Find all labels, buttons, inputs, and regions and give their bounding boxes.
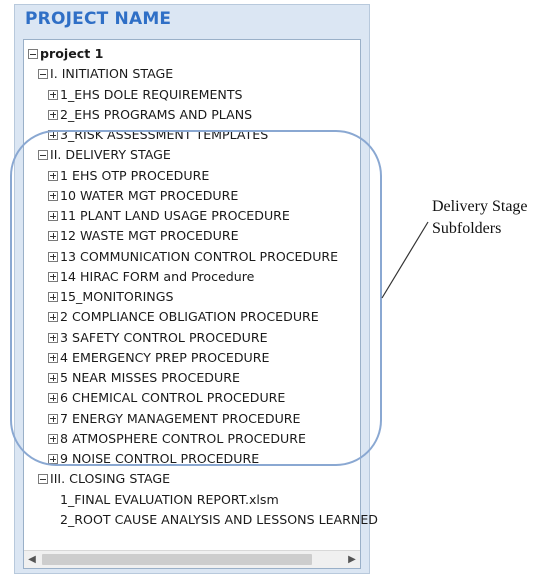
tree-item-label: 12 WASTE MGT PROCEDURE xyxy=(60,228,239,244)
tree-item[interactable]: 1 EHS OTP PROCEDURE xyxy=(48,166,209,186)
expand-plus-icon[interactable] xyxy=(48,231,58,242)
expand-plus-icon[interactable] xyxy=(48,251,58,262)
tree-item[interactable]: 2_ROOT CAUSE ANALYSIS AND LESSONS LEARNE… xyxy=(60,510,378,530)
tree-item-label: 1_EHS DOLE REQUIREMENTS xyxy=(60,86,243,102)
tree-item-label: project 1 xyxy=(40,46,104,61)
tree-item[interactable]: III. CLOSING STAGE xyxy=(38,469,170,489)
expand-plus-icon[interactable] xyxy=(48,190,58,201)
tree-item[interactable]: 15_MONITORINGS xyxy=(48,287,173,307)
tree-item-label: 1 EHS OTP PROCEDURE xyxy=(60,167,210,183)
tree-item-label: 7 ENERGY MANAGEMENT PROCEDURE xyxy=(60,410,301,426)
tree-item-label: 11 PLANT LAND USAGE PROCEDURE xyxy=(60,208,290,223)
tree-item-label: 5 NEAR MISSES PROCEDURE xyxy=(60,370,240,385)
tree-item-label: 2_EHS PROGRAMS AND PLANS xyxy=(60,106,253,122)
tree-item-label: 2 COMPLIANCE OBLIGATION PROCEDURE xyxy=(60,309,319,325)
tree-item-label: 15_MONITORINGS xyxy=(60,289,174,304)
tree-item-label: 4 EMERGENCY PREP PROCEDURE xyxy=(60,349,270,365)
scroll-thumb[interactable] xyxy=(42,554,312,565)
expand-plus-icon[interactable] xyxy=(48,373,58,383)
panel-title: PROJECT NAME xyxy=(25,9,172,29)
tree-item[interactable]: 3 SAFETY CONTROL PROCEDURE xyxy=(48,328,268,348)
expand-plus-icon[interactable] xyxy=(48,211,58,221)
tree-item-label: III. CLOSING STAGE xyxy=(50,471,171,487)
tree-item-label: 3 SAFETY CONTROL PROCEDURE xyxy=(60,329,268,345)
tree-item-label: I. INITIATION STAGE xyxy=(50,66,174,82)
tree-item[interactable]: 2 COMPLIANCE OBLIGATION PROCEDURE xyxy=(48,307,319,327)
tree-item[interactable]: 1_FINAL EVALUATION REPORT.xlsm xyxy=(60,490,279,510)
tree-item[interactable]: project 1 xyxy=(28,44,103,64)
tree-item-label: 2_ROOT CAUSE ANALYSIS AND LESSONS LEARNE… xyxy=(60,511,378,527)
tree-item[interactable]: 14 HIRAC FORM and Procedure xyxy=(48,267,254,287)
callout-label-line1: Delivery Stage xyxy=(432,198,528,215)
expand-plus-icon[interactable] xyxy=(48,130,58,140)
tree-item[interactable]: 10 WATER MGT PROCEDURE xyxy=(48,186,238,206)
tree-item[interactable]: 9 NOISE CONTROL PROCEDURE xyxy=(48,449,259,469)
tree-item[interactable]: 1_EHS DOLE REQUIREMENTS xyxy=(48,85,243,105)
tree-item-label: 8 ATMOSPHERE CONTROL PROCEDURE xyxy=(60,430,306,446)
expand-plus-icon[interactable] xyxy=(48,271,58,282)
expand-plus-icon[interactable] xyxy=(48,292,58,302)
collapse-minus-icon[interactable] xyxy=(38,150,48,161)
scroll-right-arrow-icon[interactable]: ▶ xyxy=(348,554,356,565)
expand-plus-icon[interactable] xyxy=(48,393,58,404)
expand-plus-icon[interactable] xyxy=(48,433,58,444)
collapse-minus-icon[interactable] xyxy=(38,69,48,80)
tree-item[interactable]: 13 COMMUNICATION CONTROL PROCEDURE xyxy=(48,247,338,267)
scroll-left-arrow-icon[interactable]: ◀ xyxy=(28,554,36,565)
tree-item[interactable]: 11 PLANT LAND USAGE PROCEDURE xyxy=(48,206,290,226)
tree-item-label: 10 WATER MGT PROCEDURE xyxy=(60,187,239,203)
collapse-minus-icon[interactable] xyxy=(38,474,48,485)
tree-item[interactable]: II. DELIVERY STAGE xyxy=(38,145,171,165)
tree-item-label: 3_RISK ASSESSMENT TEMPLATES xyxy=(60,127,269,142)
tree-item-label: 6 CHEMICAL CONTROL PROCEDURE xyxy=(60,390,286,406)
tree-item-label: 1_FINAL EVALUATION REPORT.xlsm xyxy=(60,491,279,507)
collapse-minus-icon[interactable] xyxy=(28,49,38,59)
expand-plus-icon[interactable] xyxy=(48,413,58,424)
tree-item[interactable]: 3_RISK ASSESSMENT TEMPLATES xyxy=(48,125,268,145)
expand-plus-icon[interactable] xyxy=(48,454,58,464)
expand-plus-icon[interactable] xyxy=(48,352,58,363)
expand-plus-icon[interactable] xyxy=(48,170,58,181)
folder-tree: project 1 I. INITIATION STAGE 1_EHS DOLE R… xyxy=(23,39,378,569)
expand-plus-icon[interactable] xyxy=(48,89,58,100)
expand-plus-icon[interactable] xyxy=(48,332,58,343)
callout-label: Delivery Stage Subfolders xyxy=(432,196,550,240)
expand-plus-icon[interactable] xyxy=(48,312,58,323)
tree-item[interactable]: I. INITIATION STAGE xyxy=(38,64,173,84)
expand-plus-icon[interactable] xyxy=(48,109,58,120)
tree-item[interactable]: 7 ENERGY MANAGEMENT PROCEDURE xyxy=(48,409,301,429)
tree-item[interactable]: 12 WASTE MGT PROCEDURE xyxy=(48,226,239,246)
callout-label-line2: Subfolders xyxy=(432,220,502,237)
project-explorer-panel: PROJECT NAME project 1 I. INITIATION STAG… xyxy=(14,4,378,574)
tree-item[interactable]: 6 CHEMICAL CONTROL PROCEDURE xyxy=(48,388,285,408)
tree-item[interactable]: 8 ATMOSPHERE CONTROL PROCEDURE xyxy=(48,429,306,449)
tree-item[interactable]: 5 NEAR MISSES PROCEDURE xyxy=(48,368,240,388)
tree-item[interactable]: 4 EMERGENCY PREP PROCEDURE xyxy=(48,348,269,368)
tree-item-label: 13 COMMUNICATION CONTROL PROCEDURE xyxy=(60,248,339,264)
horizontal-scrollbar[interactable]: ◀ ▶ xyxy=(24,550,360,568)
tree-item-label: II. DELIVERY STAGE xyxy=(50,147,171,163)
tree-item-label: 14 HIRAC FORM and Procedure xyxy=(60,268,255,284)
tree-item[interactable]: 2_EHS PROGRAMS AND PLANS xyxy=(48,105,252,125)
tree-item-label: 9 NOISE CONTROL PROCEDURE xyxy=(60,451,260,466)
